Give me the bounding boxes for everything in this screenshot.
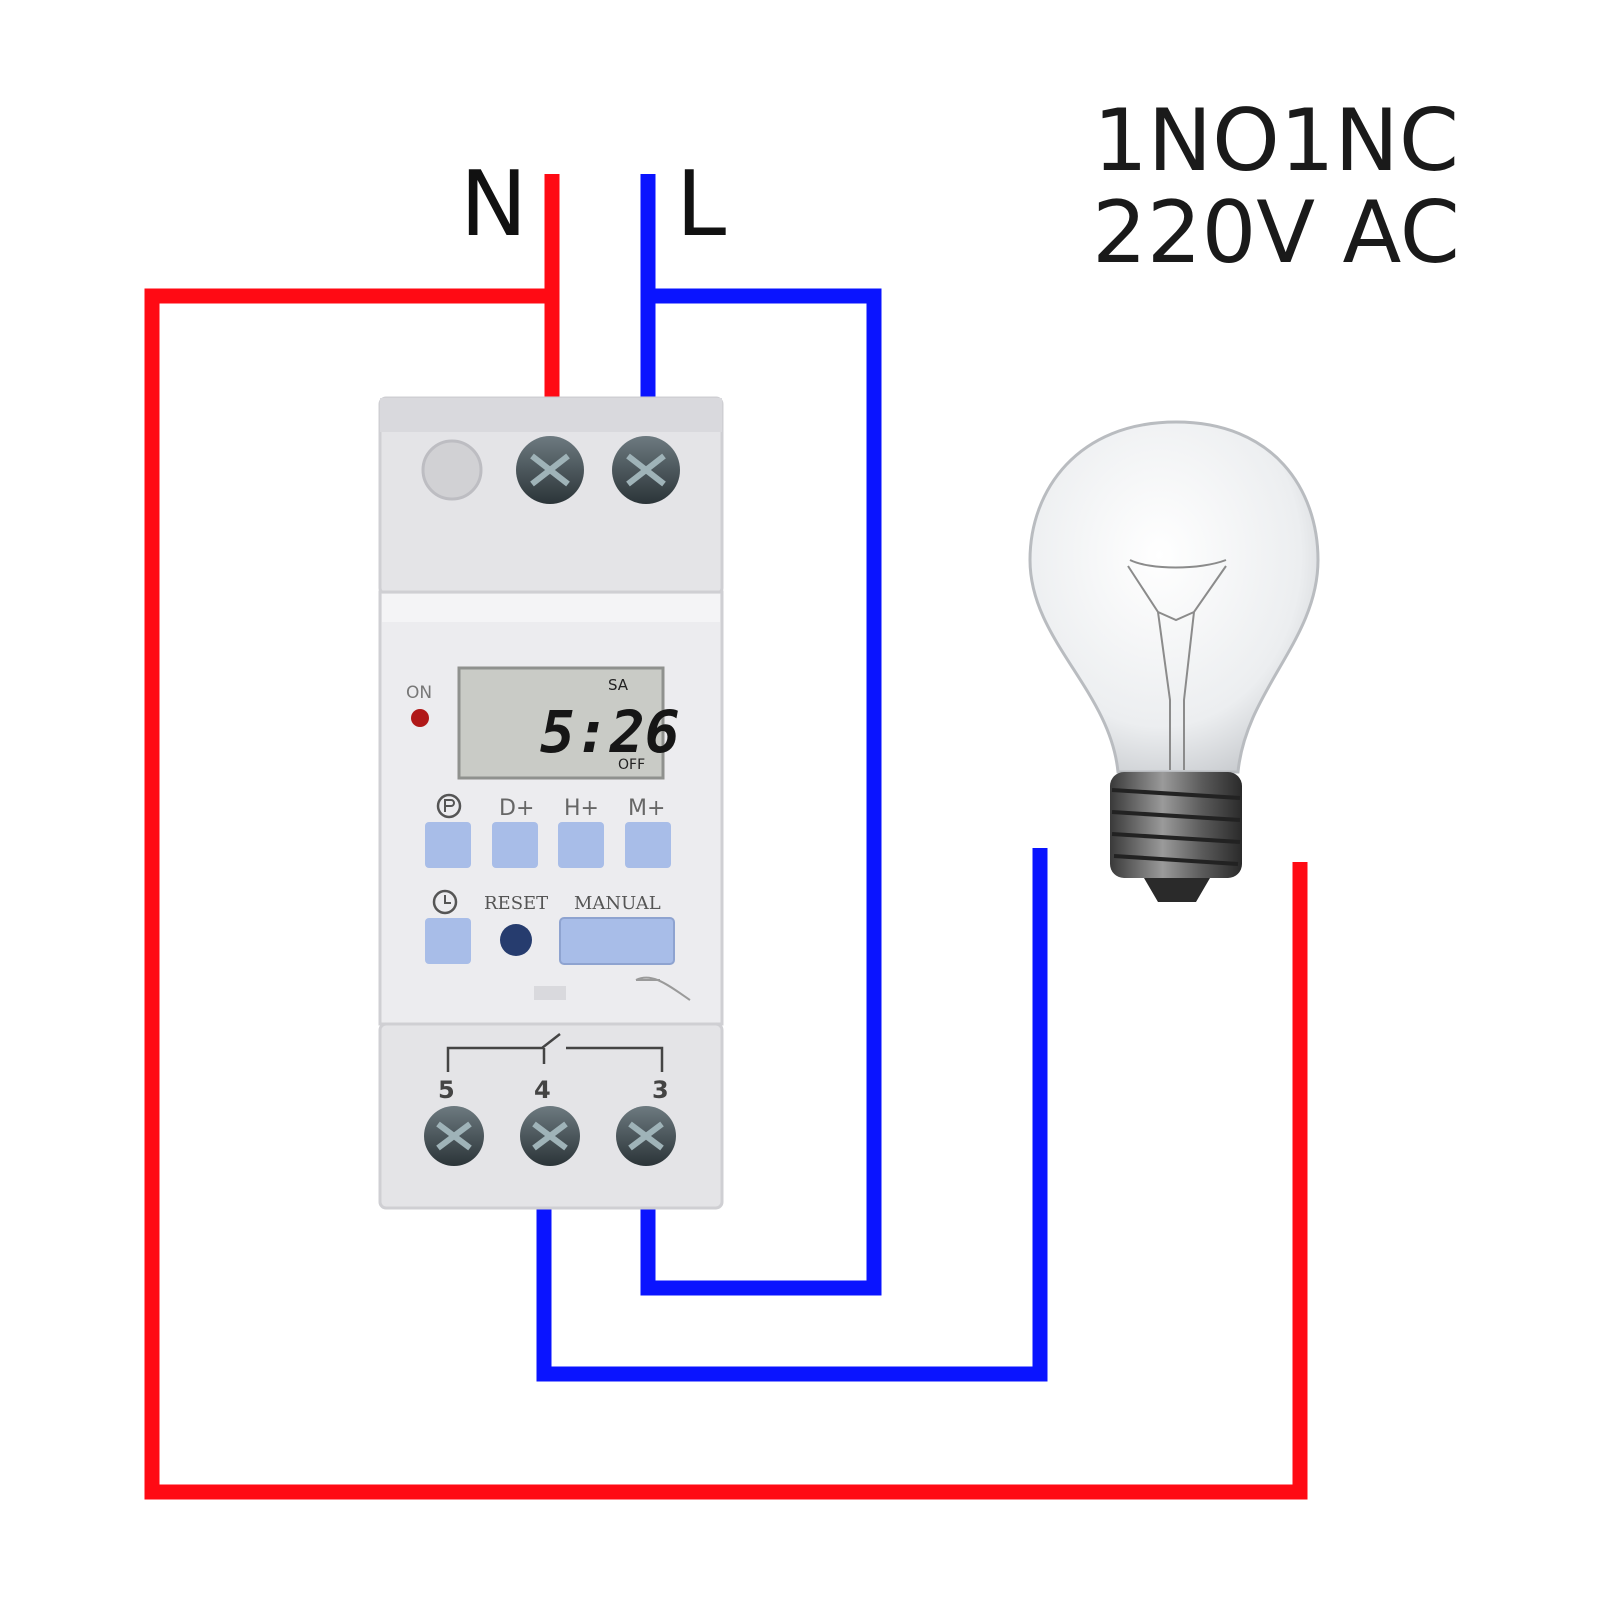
on-led (411, 709, 429, 727)
day-plus-button[interactable] (492, 822, 538, 868)
light-bulb (1028, 420, 1320, 902)
terminal-4-label: 4 (534, 1076, 551, 1104)
terminal-3-screw (616, 1106, 676, 1166)
top-terminal-screw-n (516, 436, 584, 504)
clock-icon (432, 889, 458, 915)
lcd-screen (457, 666, 665, 780)
lcd-time: 5:26 (540, 698, 680, 766)
reset-label: RESET (484, 893, 548, 914)
bulb-base (1110, 772, 1242, 878)
contact-symbol (446, 1033, 664, 1072)
hour-plus-label: H+ (564, 796, 599, 821)
manual-label: MANUAL (574, 893, 661, 914)
on-led-label: ON (406, 683, 432, 703)
program-button[interactable] (425, 822, 471, 868)
minute-plus-button[interactable] (625, 822, 671, 868)
top-blank-terminal (421, 439, 483, 501)
terminal-5-label: 5 (438, 1076, 455, 1104)
hand-icon (635, 976, 691, 1001)
live-label: L (676, 152, 727, 257)
clock-button[interactable] (425, 918, 471, 964)
manual-button[interactable] (559, 917, 675, 965)
day-plus-label: D+ (499, 796, 534, 821)
spec-voltage: 220V AC (1092, 183, 1460, 283)
terminal-5-screw (424, 1106, 484, 1166)
top-terminal-screw-l (612, 436, 680, 504)
lcd-state: OFF (618, 757, 645, 773)
bulb-tip (1144, 878, 1210, 902)
bulb-filament (1127, 559, 1227, 770)
terminal-4-screw (520, 1106, 580, 1166)
neutral-label: N (460, 152, 528, 257)
terminal-3-label: 3 (652, 1076, 669, 1104)
live-wire-to-terminal-3 (640, 288, 882, 1296)
neutral-wire-to-lamp (144, 288, 1308, 1500)
reset-button[interactable] (500, 924, 532, 956)
bulb-glass (1028, 420, 1320, 774)
spec-contact-type: 1NO1NC (1093, 91, 1459, 191)
hour-plus-button[interactable] (558, 822, 604, 868)
program-icon (436, 793, 462, 819)
lcd-day: SA (608, 676, 629, 694)
switched-wire-to-lamp (536, 848, 1048, 1382)
clip-notch (534, 986, 566, 1000)
minute-plus-label: M+ (628, 796, 665, 821)
din-rail-timer (378, 396, 724, 1210)
